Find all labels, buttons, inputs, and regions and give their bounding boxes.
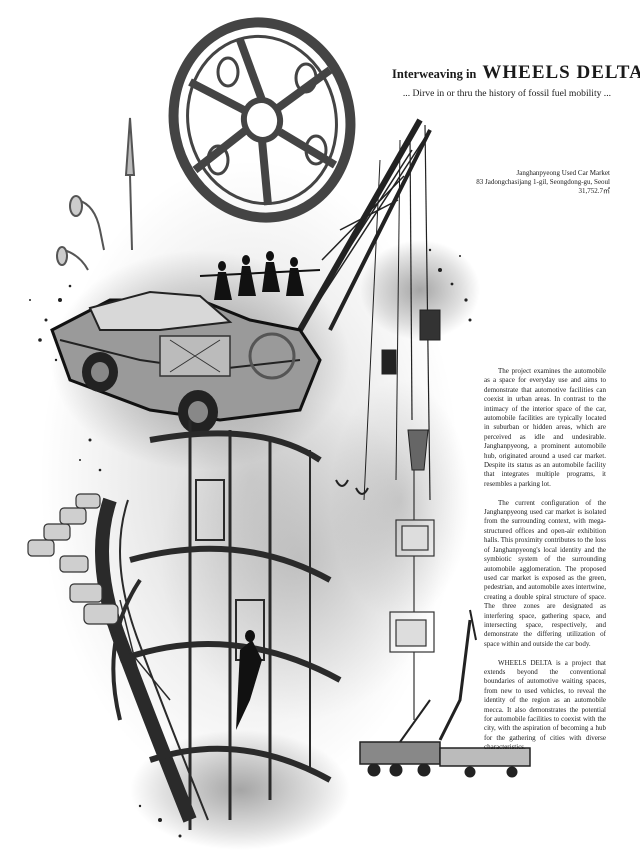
site-name: Janghanpyeong Used Car Market <box>516 169 610 177</box>
site-info: Janghanpyeong Used Car Market 83 Jadongc… <box>440 169 610 197</box>
description-paragraph: The project examines the automobile as a… <box>484 367 606 488</box>
film-reel-illustration <box>168 17 356 223</box>
horn-illustrations <box>56 117 136 271</box>
title-prefix: Interweaving in <box>392 67 477 81</box>
project-description: The project examines the automobile as a… <box>484 367 606 762</box>
site-area: 31,752.7㎡ <box>578 187 611 196</box>
dancer-silhouettes <box>199 251 321 300</box>
project-subtitle: ... Dirve in or thru the history of foss… <box>402 88 611 99</box>
suspended-display-boxes <box>389 470 435 720</box>
ink-splatter <box>29 248 472 838</box>
crane-illustration <box>297 118 441 501</box>
boom-truck-illustration <box>359 609 531 778</box>
site-address: 83 Jadongchasijang 1-gil, Seongdong-gu, … <box>476 178 610 187</box>
title-main: WHEELS DELTA <box>482 62 640 83</box>
description-paragraph: WHEELS DELTA is a project that extends b… <box>484 658 606 752</box>
spiral-tower-illustration <box>95 420 342 830</box>
description-paragraph: The current configuration of the Janghan… <box>484 498 606 648</box>
parked-cars-illustration <box>27 493 119 625</box>
project-title: Interweaving in WHEELS DELTA <box>392 62 640 85</box>
vintage-car-illustration <box>50 290 322 434</box>
